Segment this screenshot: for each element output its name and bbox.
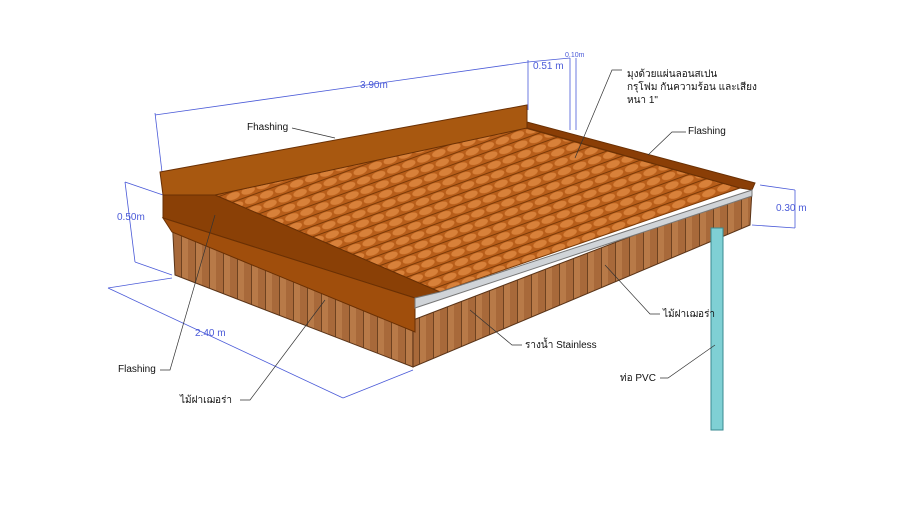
overhang-dimension: 0.51 m — [533, 61, 564, 72]
width-dimension: 2.40 m — [195, 328, 226, 339]
label-siding-right: ไม้ฝาเฌอร่า — [663, 309, 716, 320]
pvc-pipe — [710, 227, 724, 431]
label-flashing-back: Fhashing — [247, 122, 289, 133]
label-roof-description: มุงด้วยแผ่นลอนสเปน กรุโฟม กันความร้อน แล… — [627, 68, 757, 107]
label-pvc-pipe: ท่อ PVC — [620, 373, 656, 384]
leader-lines — [160, 69, 716, 401]
length-dimension: 3.90m — [360, 80, 388, 91]
label-flashing-right: Flashing — [688, 126, 726, 137]
left-flashing-face — [161, 217, 416, 333]
stainless-gutter — [414, 189, 753, 309]
roof-line-1: มุงด้วยแผ่นลอนสเปน — [627, 69, 718, 80]
thickness-dimension: 0.10m — [565, 52, 585, 59]
roof-line-2: กรุโฟม กันความร้อน และเสียง — [627, 82, 757, 93]
height-dimension: 0.50m — [117, 212, 145, 223]
gutter-drop-dimension: 0.30 m — [776, 203, 807, 214]
label-flashing-left: Flashing — [118, 364, 156, 375]
dimension-lines — [107, 57, 796, 399]
label-gutter: รางน้ำ Stainless — [525, 340, 597, 351]
roof-line-3: หนา 1" — [627, 95, 658, 106]
label-siding-left: ไม้ฝาเฌอร่า — [180, 395, 233, 406]
back-flashing — [159, 104, 528, 196]
right-flashing — [526, 121, 756, 191]
